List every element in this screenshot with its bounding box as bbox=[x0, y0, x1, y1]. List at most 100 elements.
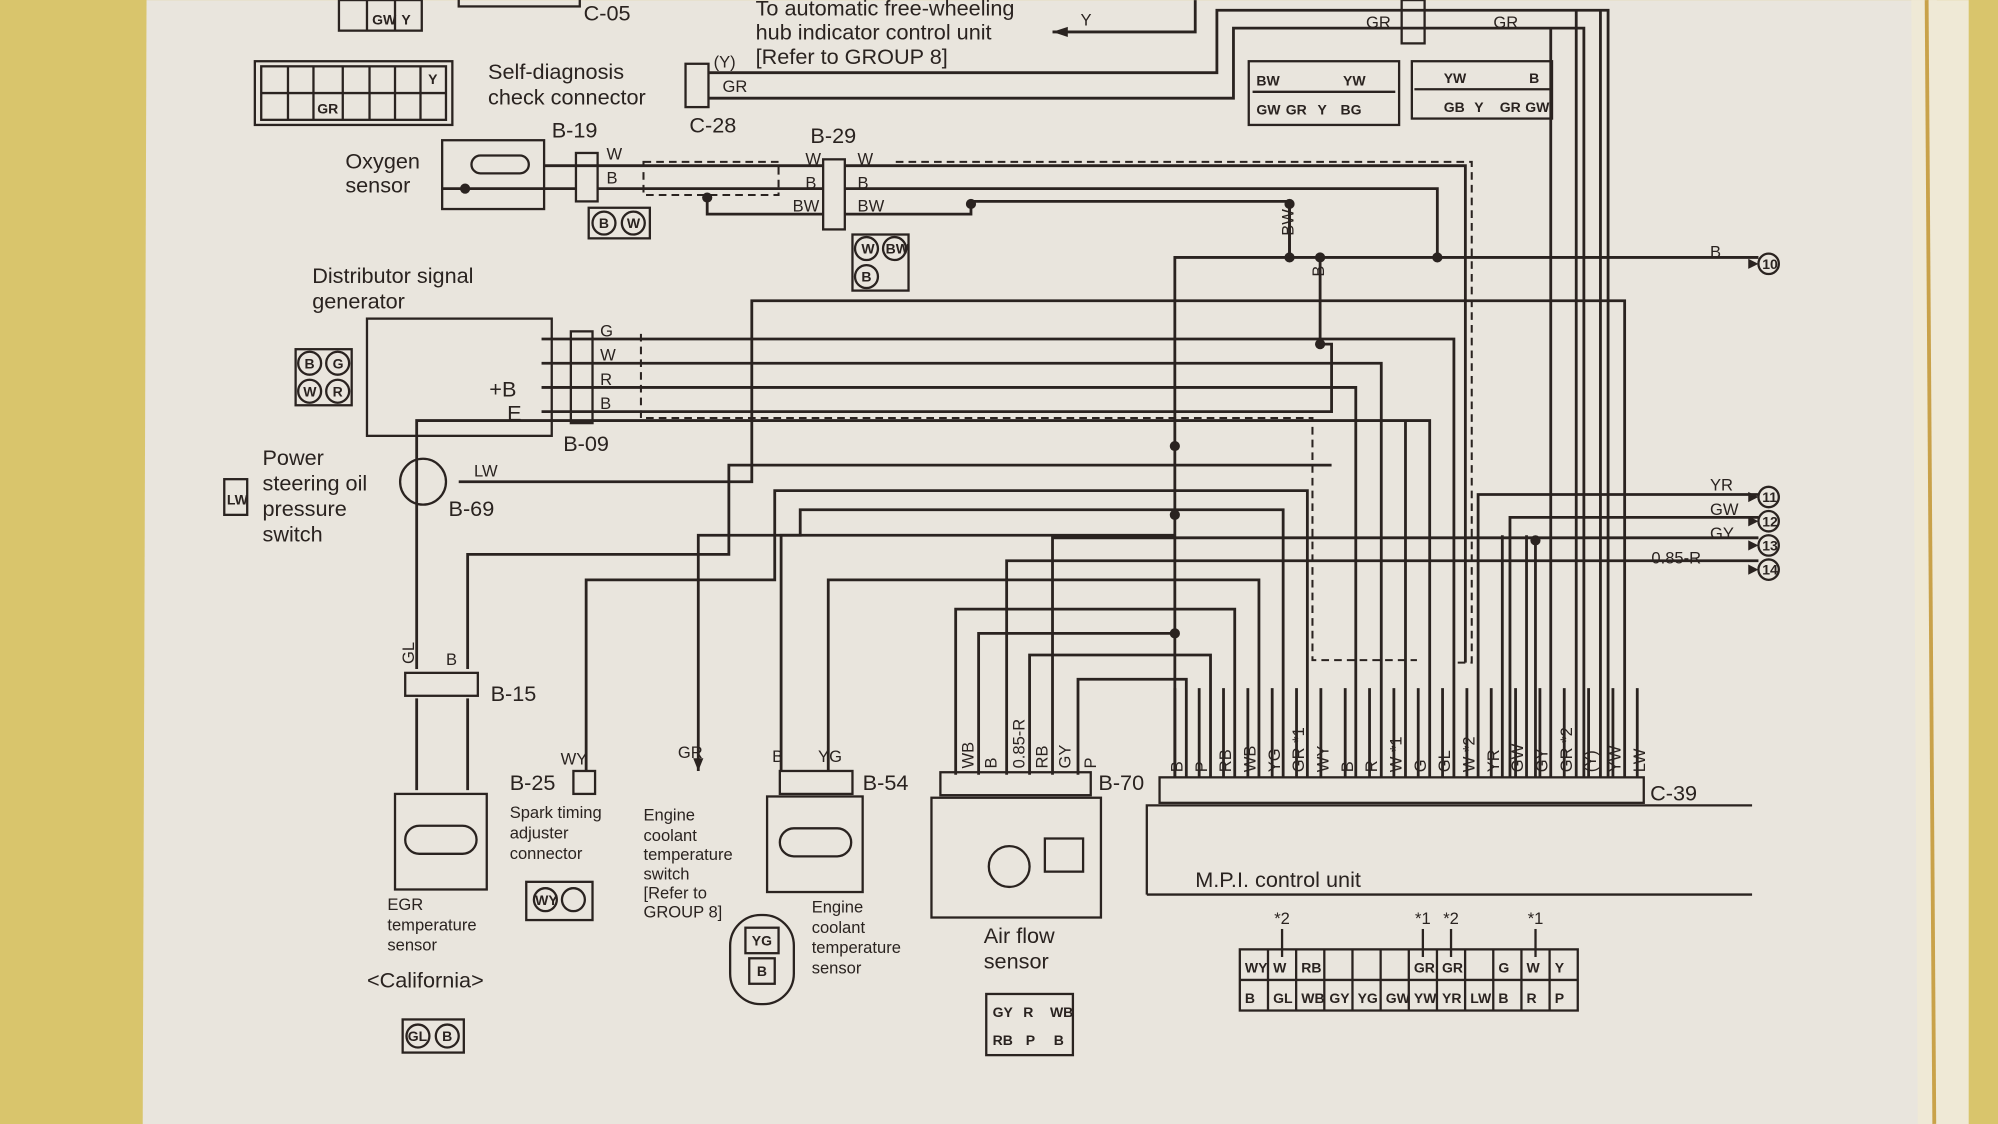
distributor-signal-generator bbox=[365, 317, 553, 437]
ecu-pin-label: P bbox=[1555, 990, 1564, 1006]
b25-connector bbox=[572, 769, 597, 796]
wire-label: GR bbox=[1493, 13, 1518, 32]
svg-text:GL: GL bbox=[408, 1028, 428, 1044]
ecu-pin-label: WB bbox=[1301, 990, 1324, 1006]
power-steering-switch bbox=[398, 457, 448, 506]
b29-connector bbox=[822, 158, 846, 231]
svg-text:WY: WY bbox=[535, 892, 558, 908]
svg-text:B: B bbox=[305, 355, 315, 371]
c39-pin-label: RB bbox=[1216, 749, 1235, 772]
ecu-pin-label: GR bbox=[1442, 959, 1463, 975]
b25-label: B-25 bbox=[510, 770, 556, 795]
wire-label: B bbox=[805, 174, 816, 193]
output-number: 13 bbox=[1762, 538, 1778, 554]
ecu-pin-label: R bbox=[1527, 990, 1537, 1006]
ecu-pin-label: GY bbox=[1329, 990, 1350, 1006]
c39-pin-label: YR bbox=[1484, 749, 1503, 772]
c39-pin-label: R bbox=[1362, 760, 1381, 772]
svg-text:GY: GY bbox=[993, 1004, 1014, 1020]
c39-pin-label: B bbox=[1167, 761, 1186, 772]
ects-label: coolant bbox=[643, 826, 697, 845]
svg-text:BG: BG bbox=[1340, 102, 1361, 118]
spark-timing-label: connector bbox=[510, 844, 583, 863]
svg-text:GW: GW bbox=[1256, 102, 1281, 118]
power-steering-label: switch bbox=[262, 522, 322, 547]
egr-label: EGR bbox=[387, 895, 423, 914]
b70-label: B-70 bbox=[1098, 770, 1144, 795]
c39-pin-label: P bbox=[1192, 761, 1211, 772]
ecu-pin-label: GL bbox=[1273, 990, 1293, 1006]
page-edge bbox=[1911, 0, 1969, 1124]
self-diagnosis-label: Self-diagnosis bbox=[488, 59, 624, 84]
wire-label: B bbox=[600, 394, 611, 413]
wire-label: B bbox=[772, 747, 783, 766]
ecs-label: coolant bbox=[812, 918, 866, 937]
c28-label: C-28 bbox=[689, 113, 736, 138]
egr-label: temperature bbox=[387, 915, 476, 934]
mpi-control-unit bbox=[1145, 804, 1753, 896]
output-number: 12 bbox=[1762, 513, 1778, 529]
c05-pin-label: GW bbox=[372, 11, 397, 27]
b15-label: B-15 bbox=[491, 681, 537, 706]
b54-label: B-54 bbox=[863, 770, 909, 795]
c39-pin-label: GR *1 bbox=[1289, 727, 1308, 772]
oxygen-sensor-label: Oxygen bbox=[345, 148, 420, 173]
power-steering-face bbox=[223, 478, 249, 517]
output-terminal-12 bbox=[1757, 509, 1780, 533]
egr-temperature-sensor bbox=[393, 792, 488, 891]
air-flow-sensor-label: Air flow bbox=[984, 923, 1055, 948]
svg-text:BW: BW bbox=[886, 241, 910, 257]
california-label: <California> bbox=[367, 968, 484, 993]
b54-connector bbox=[778, 769, 854, 796]
output-terminal-11 bbox=[1757, 485, 1780, 509]
ecu-note: *1 bbox=[1415, 909, 1431, 928]
svg-text:W: W bbox=[861, 241, 875, 257]
svg-text:W: W bbox=[303, 383, 317, 399]
wire-label: W bbox=[858, 149, 874, 168]
oxygen-sensor-label: sensor bbox=[345, 172, 410, 197]
b15-connector bbox=[404, 671, 479, 697]
wire-label: WB bbox=[959, 742, 978, 769]
spark-timing-label: adjuster bbox=[510, 824, 569, 843]
output-wire-label: GY bbox=[1710, 524, 1734, 543]
ecu-pin-label: LW bbox=[1470, 990, 1492, 1006]
c39-pin-label: (Y) bbox=[1581, 750, 1600, 772]
wire-label: LW bbox=[474, 462, 498, 481]
svg-text:Y: Y bbox=[1318, 102, 1328, 118]
svg-text:G: G bbox=[333, 355, 344, 371]
b69-label: B-69 bbox=[449, 496, 495, 521]
c39-pin-label: GR *2 bbox=[1557, 727, 1576, 772]
wire-label: B bbox=[858, 174, 869, 193]
ps-pin-label: LW bbox=[227, 492, 249, 508]
b70-connector bbox=[939, 771, 1092, 797]
b19-face: B W bbox=[587, 206, 652, 240]
self-diagnosis-label: check connector bbox=[488, 85, 646, 110]
mpi-control-unit-label: M.P.I. control unit bbox=[1195, 867, 1361, 892]
top-right-connector-a: BW YW GW GR Y BG bbox=[1247, 60, 1401, 127]
wire-label: RB bbox=[1032, 745, 1051, 768]
c39-pin-label: B bbox=[1338, 761, 1357, 772]
c39-pin-label: GY bbox=[1533, 748, 1552, 772]
svg-text:B: B bbox=[1054, 1032, 1064, 1048]
wire-label: WY bbox=[561, 750, 588, 769]
ects-face: YG B bbox=[728, 913, 795, 1006]
c39-connector bbox=[1158, 776, 1645, 804]
c05-label: C-05 bbox=[584, 0, 631, 25]
wire-label: GR bbox=[722, 77, 747, 96]
oxygen-sensor bbox=[441, 139, 546, 211]
auto-hub-label: hub indicator control unit bbox=[756, 20, 992, 45]
ects-label: Engine bbox=[643, 806, 695, 825]
wire-label: W bbox=[805, 149, 821, 168]
wire-label: (Y) bbox=[714, 53, 736, 72]
distributor-label: Distributor signal bbox=[312, 263, 473, 288]
wire-label: B bbox=[981, 757, 1000, 768]
power-steering-label: pressure bbox=[262, 496, 346, 521]
b29-face: W BW B bbox=[851, 233, 910, 292]
c39-pin-label: WB bbox=[1241, 746, 1260, 773]
output-wire-label: YR bbox=[1710, 476, 1733, 495]
ecu-pin-label: YW bbox=[1414, 990, 1437, 1006]
c39-pin-label: GW bbox=[1508, 743, 1527, 772]
wire-label: B bbox=[1309, 266, 1328, 277]
svg-text:R: R bbox=[333, 383, 343, 399]
b29-label: B-29 bbox=[810, 123, 856, 148]
